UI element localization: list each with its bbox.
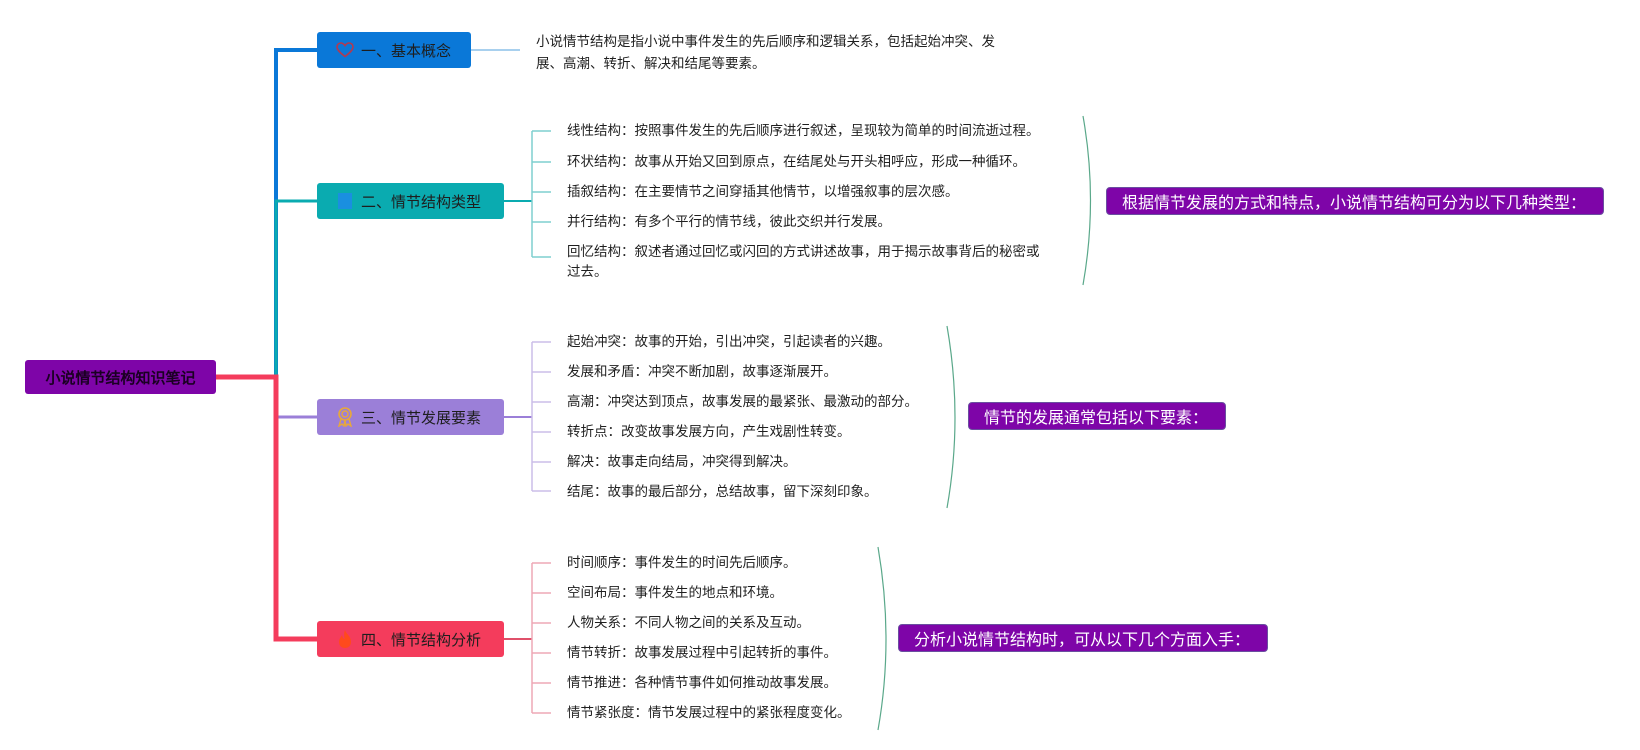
- connector-branch4-leaves: [504, 562, 551, 714]
- connector-root-branch4: [216, 374, 317, 642]
- list-item: 过去。: [567, 264, 608, 280]
- connector-root-branch2: [274, 199, 317, 377]
- list-item: 转折点：改变故事发展方向，产生戏剧性转变。: [567, 424, 851, 440]
- branch-structure-analysis[interactable]: 四、情节结构分析: [317, 621, 504, 657]
- list-item: 结尾：故事的最后部分，总结故事，留下深刻印象。: [567, 484, 878, 500]
- connector-branch3-leaves: [504, 341, 551, 492]
- description-line: 小说情节结构是指小说中事件发生的先后顺序和逻辑关系，包括起始冲突、发: [536, 34, 995, 50]
- list-item: 插叙结构：在主要情节之间穿插其他情节，以增强叙事的层次感。: [567, 184, 959, 200]
- list-item: 并行结构：有多个平行的情节线，彼此交织并行发展。: [567, 214, 891, 230]
- summary-structure-analysis[interactable]: 分析小说情节结构时，可从以下几个方面入手：: [898, 624, 1268, 652]
- connector-root-branch1: [216, 48, 317, 379]
- connector-branch2-leaves: [504, 130, 551, 258]
- root-label: 小说情节结构知识笔记: [45, 368, 196, 387]
- list-item: 人物关系：不同人物之间的关系及互动。: [567, 615, 810, 631]
- list-item: 时间顺序：事件发生的时间先后顺序。: [567, 555, 797, 571]
- summary-label: 分析小说情节结构时，可从以下几个方面入手：: [914, 630, 1251, 649]
- fire-icon: [335, 629, 355, 649]
- brace-branch4: [877, 546, 887, 731]
- heart-icon: [335, 40, 355, 60]
- square-icon: [335, 191, 355, 211]
- branch-basic-concept[interactable]: 一、基本概念: [317, 32, 471, 68]
- root-node[interactable]: 小说情节结构知识笔记: [25, 360, 216, 394]
- list-item: 情节紧张度：情节发展过程中的紧张程度变化。: [567, 705, 851, 721]
- branch-label: 四、情节结构分析: [361, 630, 482, 649]
- award-ribbon-icon: [335, 407, 355, 427]
- brace-branch2: [1082, 115, 1092, 286]
- list-item: 解决：故事走向结局，冲突得到解决。: [567, 454, 797, 470]
- branch-label: 一、基本概念: [361, 41, 452, 60]
- list-item: 高潮：冲突达到顶点，故事发展的最紧张、最激动的部分。: [567, 394, 918, 410]
- branch-label: 二、情节结构类型: [361, 192, 482, 211]
- list-item: 环状结构：故事从开始又回到原点，在结尾处与开头相呼应，形成一种循环。: [567, 154, 1026, 170]
- basic-concept-description: 小说情节结构是指小说中事件发生的先后顺序和逻辑关系，包括起始冲突、发 展、高潮、…: [536, 31, 995, 75]
- list-item: 线性结构：按照事件发生的先后顺序进行叙述，呈现较为简单的时间流逝过程。: [567, 123, 1040, 139]
- branch-label: 三、情节发展要素: [361, 408, 482, 427]
- description-line: 展、高潮、转折、解决和结尾等要素。: [536, 56, 766, 72]
- list-item: 发展和矛盾：冲突不断加剧，故事逐渐展开。: [567, 364, 837, 380]
- summary-structure-types[interactable]: 根据情节发展的方式和特点，小说情节结构可分为以下几种类型：: [1106, 187, 1604, 215]
- summary-label: 情节的发展通常包括以下要素：: [984, 408, 1209, 427]
- summary-label: 根据情节发展的方式和特点，小说情节结构可分为以下几种类型：: [1122, 193, 1587, 212]
- summary-development-elements[interactable]: 情节的发展通常包括以下要素：: [968, 402, 1226, 430]
- brace-branch3: [946, 325, 956, 509]
- list-item: 情节推进：各种情节事件如何推动故事发展。: [567, 675, 837, 691]
- branch-structure-types[interactable]: 二、情节结构类型: [317, 183, 504, 219]
- list-item: 情节转折：故事发展过程中引起转折的事件。: [567, 645, 837, 661]
- branch-development-elements[interactable]: 三、情节发展要素: [317, 399, 504, 435]
- list-item: 起始冲突：故事的开始，引出冲突，引起读者的兴趣。: [567, 334, 891, 350]
- list-item: 回忆结构：叙述者通过回忆或闪回的方式讲述故事，用于揭示故事背后的秘密或: [567, 244, 1040, 260]
- list-item: 空间布局：事件发生的地点和环境。: [567, 585, 783, 601]
